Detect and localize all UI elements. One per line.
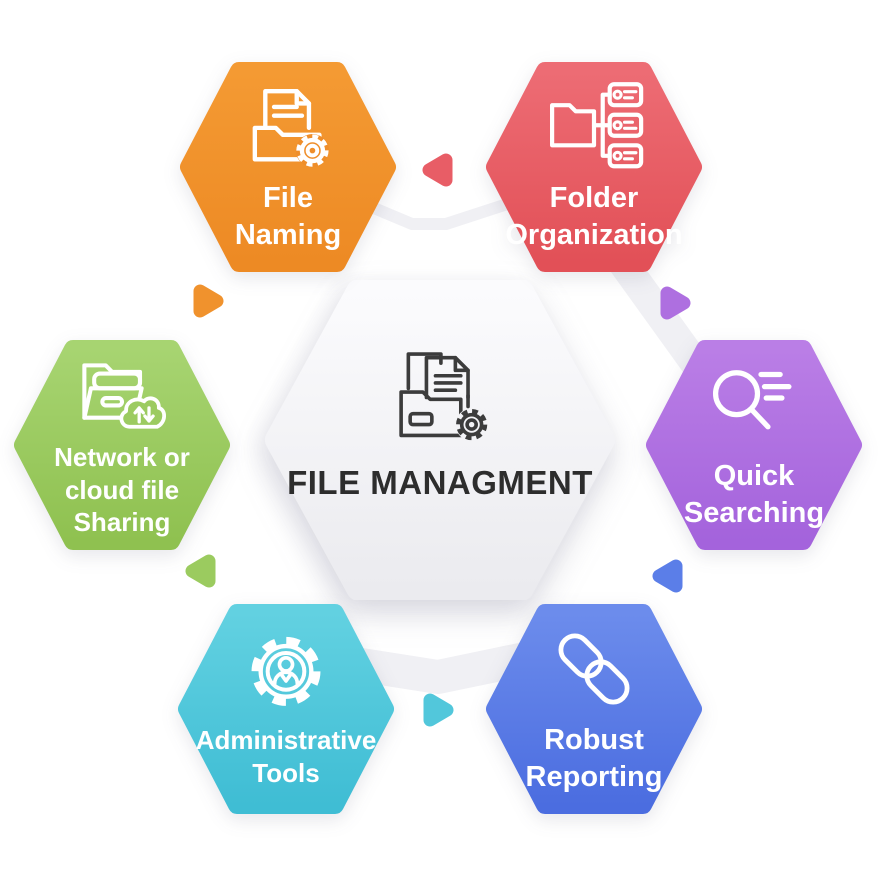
arrow-marker-right-purple	[660, 286, 691, 320]
arrow-marker-left-blue	[652, 559, 683, 593]
node-label: File Naming	[235, 180, 341, 253]
arrow-marker-left-red	[422, 153, 453, 187]
label-line: Reporting	[525, 760, 663, 793]
label-line: Searching	[683, 496, 825, 529]
connector-band-top	[344, 190, 538, 230]
center-hexagon: FILE MANAGMENT	[265, 280, 615, 600]
label-line: File	[263, 181, 313, 214]
gear-glyph	[455, 407, 488, 441]
hexagon-shape	[646, 340, 862, 550]
hexagon-shape	[486, 604, 702, 814]
arrow-marker-right-orange	[193, 284, 224, 318]
node-content: Folder Organization	[486, 62, 702, 272]
gear-user-icon	[251, 637, 321, 707]
node-content: Network or cloud file Sharing	[14, 340, 230, 550]
gear-glyph	[295, 133, 330, 168]
arrow-marker-right-teal	[423, 693, 454, 727]
chain-link-icon	[558, 633, 630, 705]
node-content: File Naming	[180, 62, 396, 272]
label-line: cloud file	[64, 474, 180, 505]
node-content: Robust Reporting	[486, 604, 702, 814]
document-folder-gear-icon	[252, 89, 330, 168]
arrow-marker-left-green	[185, 554, 216, 588]
hex-node-file-naming: File Naming	[180, 62, 396, 272]
label-line: Network or	[54, 441, 190, 472]
label-line: Quick	[713, 459, 795, 492]
node-label: Folder Organization	[505, 180, 682, 253]
center-content: FILE MANAGMENT	[265, 280, 615, 600]
label-line: Sharing	[73, 507, 171, 538]
hex-node-quick-searching: Quick Searching	[646, 340, 862, 550]
node-content: Quick Searching	[646, 340, 862, 550]
hexagon-shape	[14, 340, 230, 550]
hexagon-shape	[178, 604, 394, 814]
node-label: Administrative Tools	[196, 724, 377, 790]
hexagon-shape	[180, 62, 396, 272]
gear-glyph	[251, 637, 321, 707]
label-line: Administrative	[195, 725, 377, 756]
label-line: Folder	[549, 181, 639, 214]
label-line: Tools	[252, 758, 320, 788]
folder-documents-gear-icon	[399, 351, 488, 441]
node-content: Administrative Tools	[178, 604, 394, 814]
hex-node-robust-reporting: Robust Reporting	[486, 604, 702, 814]
node-label: Robust Reporting	[526, 722, 663, 795]
center-hexagon-shape	[265, 280, 615, 600]
hex-node-administrative-tools: Administrative Tools	[178, 604, 394, 814]
label-line: Naming	[234, 218, 342, 251]
diagram-title: FILE MANAGMENT	[287, 463, 593, 501]
label-line: Organization	[505, 218, 683, 251]
folder-tree-icon	[550, 82, 644, 169]
hexagon-shape	[486, 62, 702, 272]
hex-node-network-cloud-sharing: Network or cloud file Sharing	[14, 340, 230, 550]
folder-cloud-sync-icon	[82, 363, 167, 429]
hex-node-folder-organization: Folder Organization	[486, 62, 702, 272]
connector-band-bottom	[338, 643, 537, 694]
node-label: Quick Searching	[684, 458, 824, 531]
node-label: Network or cloud file Sharing	[54, 441, 190, 539]
search-results-icon	[712, 370, 792, 430]
user-glyph	[272, 656, 300, 686]
label-line: Robust	[544, 723, 644, 756]
